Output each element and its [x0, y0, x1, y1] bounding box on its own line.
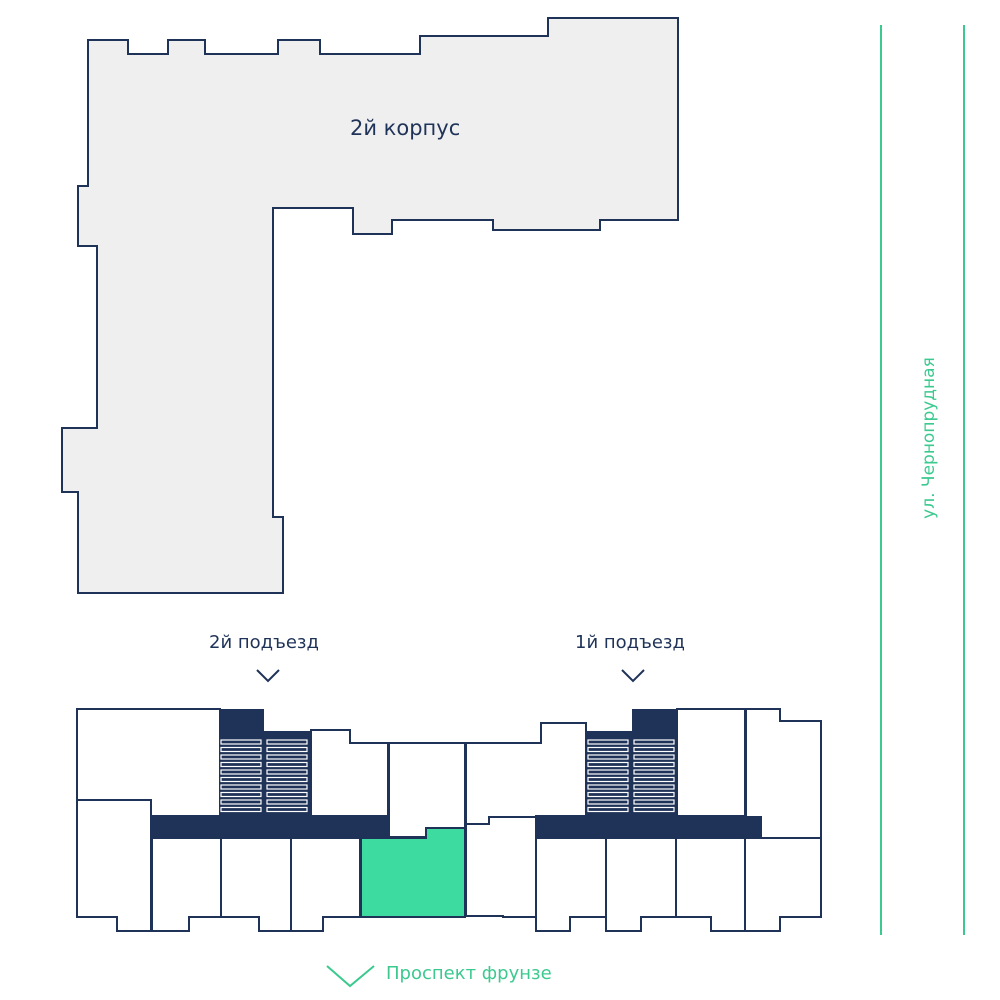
avenue-label: Проспект фрунзе — [386, 963, 552, 984]
unit[interactable] — [290, 837, 361, 932]
stair-step — [266, 806, 308, 813]
avenue-arrow-icon — [326, 965, 375, 988]
stair-step — [633, 754, 675, 760]
corridor-1 — [536, 816, 762, 838]
unit[interactable] — [388, 742, 466, 838]
stair-step — [220, 754, 262, 760]
street-label: ул. Чернопрудная — [919, 357, 939, 519]
stair-step — [220, 806, 262, 813]
stair-step — [220, 739, 262, 745]
stair-step — [587, 761, 629, 768]
stair-step — [220, 761, 262, 768]
stair-step — [266, 791, 308, 798]
stair-step — [266, 761, 308, 768]
entrance-1-arrow-icon — [621, 669, 645, 683]
unit[interactable] — [220, 837, 292, 932]
stair-step — [633, 761, 675, 768]
stair-step — [633, 784, 675, 790]
stair-step — [587, 776, 629, 783]
unit[interactable] — [465, 722, 587, 825]
stair-step — [633, 776, 675, 783]
stair-step — [587, 754, 629, 760]
stair-step — [633, 799, 675, 805]
building-title: 2й корпус — [350, 116, 461, 140]
selected-unit[interactable] — [360, 827, 466, 918]
stair-step — [587, 806, 629, 813]
entrance-1-label[interactable]: 1й подъезд — [575, 632, 685, 653]
unit[interactable] — [744, 837, 822, 932]
stair-step — [633, 746, 675, 753]
stair-step — [220, 776, 262, 783]
stair-step — [633, 791, 675, 798]
stairs — [220, 739, 675, 813]
stair-step — [266, 776, 308, 783]
unit[interactable] — [310, 729, 389, 817]
stair-step — [266, 754, 308, 760]
stair-step — [220, 746, 262, 753]
floor-plan — [76, 708, 822, 932]
corridor-2 — [151, 816, 389, 838]
building-2-outline[interactable] — [61, 17, 679, 594]
stair-step — [220, 799, 262, 805]
stair-step — [587, 791, 629, 798]
stair-step — [633, 769, 675, 775]
entrance-2-label[interactable]: 2й подъезд — [209, 632, 319, 653]
unit[interactable] — [465, 816, 537, 918]
unit[interactable] — [76, 708, 221, 817]
stair-step — [220, 791, 262, 798]
stair-step — [587, 769, 629, 775]
stair-step — [220, 784, 262, 790]
unit[interactable] — [76, 799, 152, 932]
stair-step — [220, 769, 262, 775]
unit[interactable] — [535, 837, 607, 932]
stair-step — [587, 784, 629, 790]
stair-step — [633, 806, 675, 813]
stair-step — [266, 769, 308, 775]
stair-step — [587, 799, 629, 805]
stair-step — [587, 739, 629, 745]
unit[interactable] — [675, 837, 746, 932]
stair-step — [266, 739, 308, 745]
stair-step — [266, 746, 308, 753]
stair-step — [587, 746, 629, 753]
stair-step — [266, 799, 308, 805]
entrance-2-arrow-icon — [256, 669, 280, 683]
unit[interactable] — [151, 837, 222, 932]
stair-step — [633, 739, 675, 745]
stair-step — [266, 784, 308, 790]
unit[interactable] — [605, 837, 677, 932]
unit[interactable] — [676, 708, 746, 817]
